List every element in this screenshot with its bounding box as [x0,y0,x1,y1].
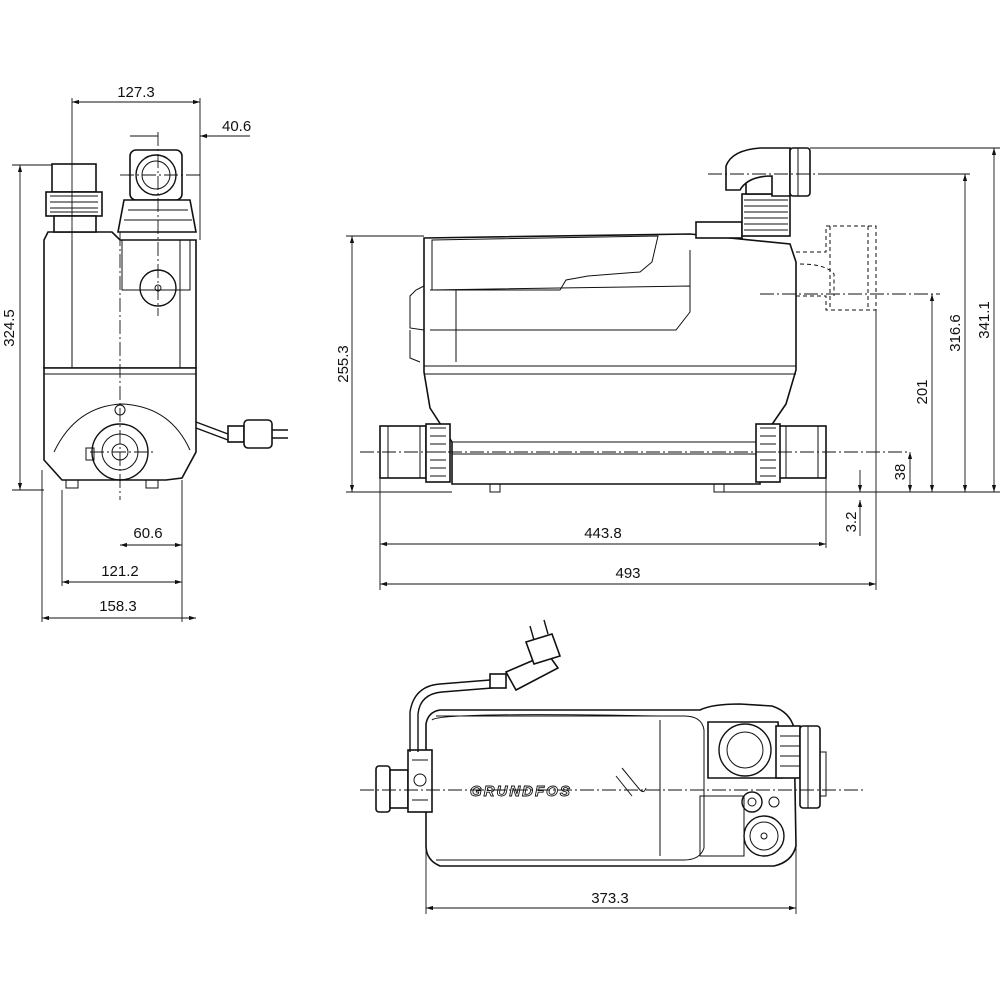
dim-top-width: 127.3 [117,84,155,101]
dim-foot-height: 3.2 [843,512,860,533]
dim-body-height: 255.3 [335,345,352,383]
front-view [360,147,940,493]
dim-overall-width: 158.3 [99,598,137,615]
dim-total-height: 324.5 [1,309,18,347]
dim-feet-span: 443.8 [584,525,622,542]
front-view-dimensions: 255.3 443.8 493 3.2 38 201 316.6 341.1 [335,147,1000,590]
dim-inlet-height: 38 [892,464,909,481]
top-view-dimensions: 373.3 [425,846,797,914]
dim-outlet-offset: 40.6 [222,118,251,135]
brand-logo-mark [615,767,647,797]
side-view-dimensions: 127.3 40.6 324.5 60.6 121.2 158.3 [1,84,251,622]
side-view [43,132,288,500]
top-view: GRUNDFOS [360,619,866,867]
dim-feet-width: 121.2 [101,563,139,580]
dim-overall-length: 493 [615,565,640,582]
dim-outlet-height: 316.6 [947,314,964,352]
brand-logo-text: GRUNDFOS [470,783,572,800]
dim-overall-height: 341.1 [976,301,993,339]
dim-side-inlet-height: 201 [914,379,931,404]
dim-inlet-offset: 60.6 [133,525,162,542]
dim-body-length: 373.3 [591,890,629,907]
